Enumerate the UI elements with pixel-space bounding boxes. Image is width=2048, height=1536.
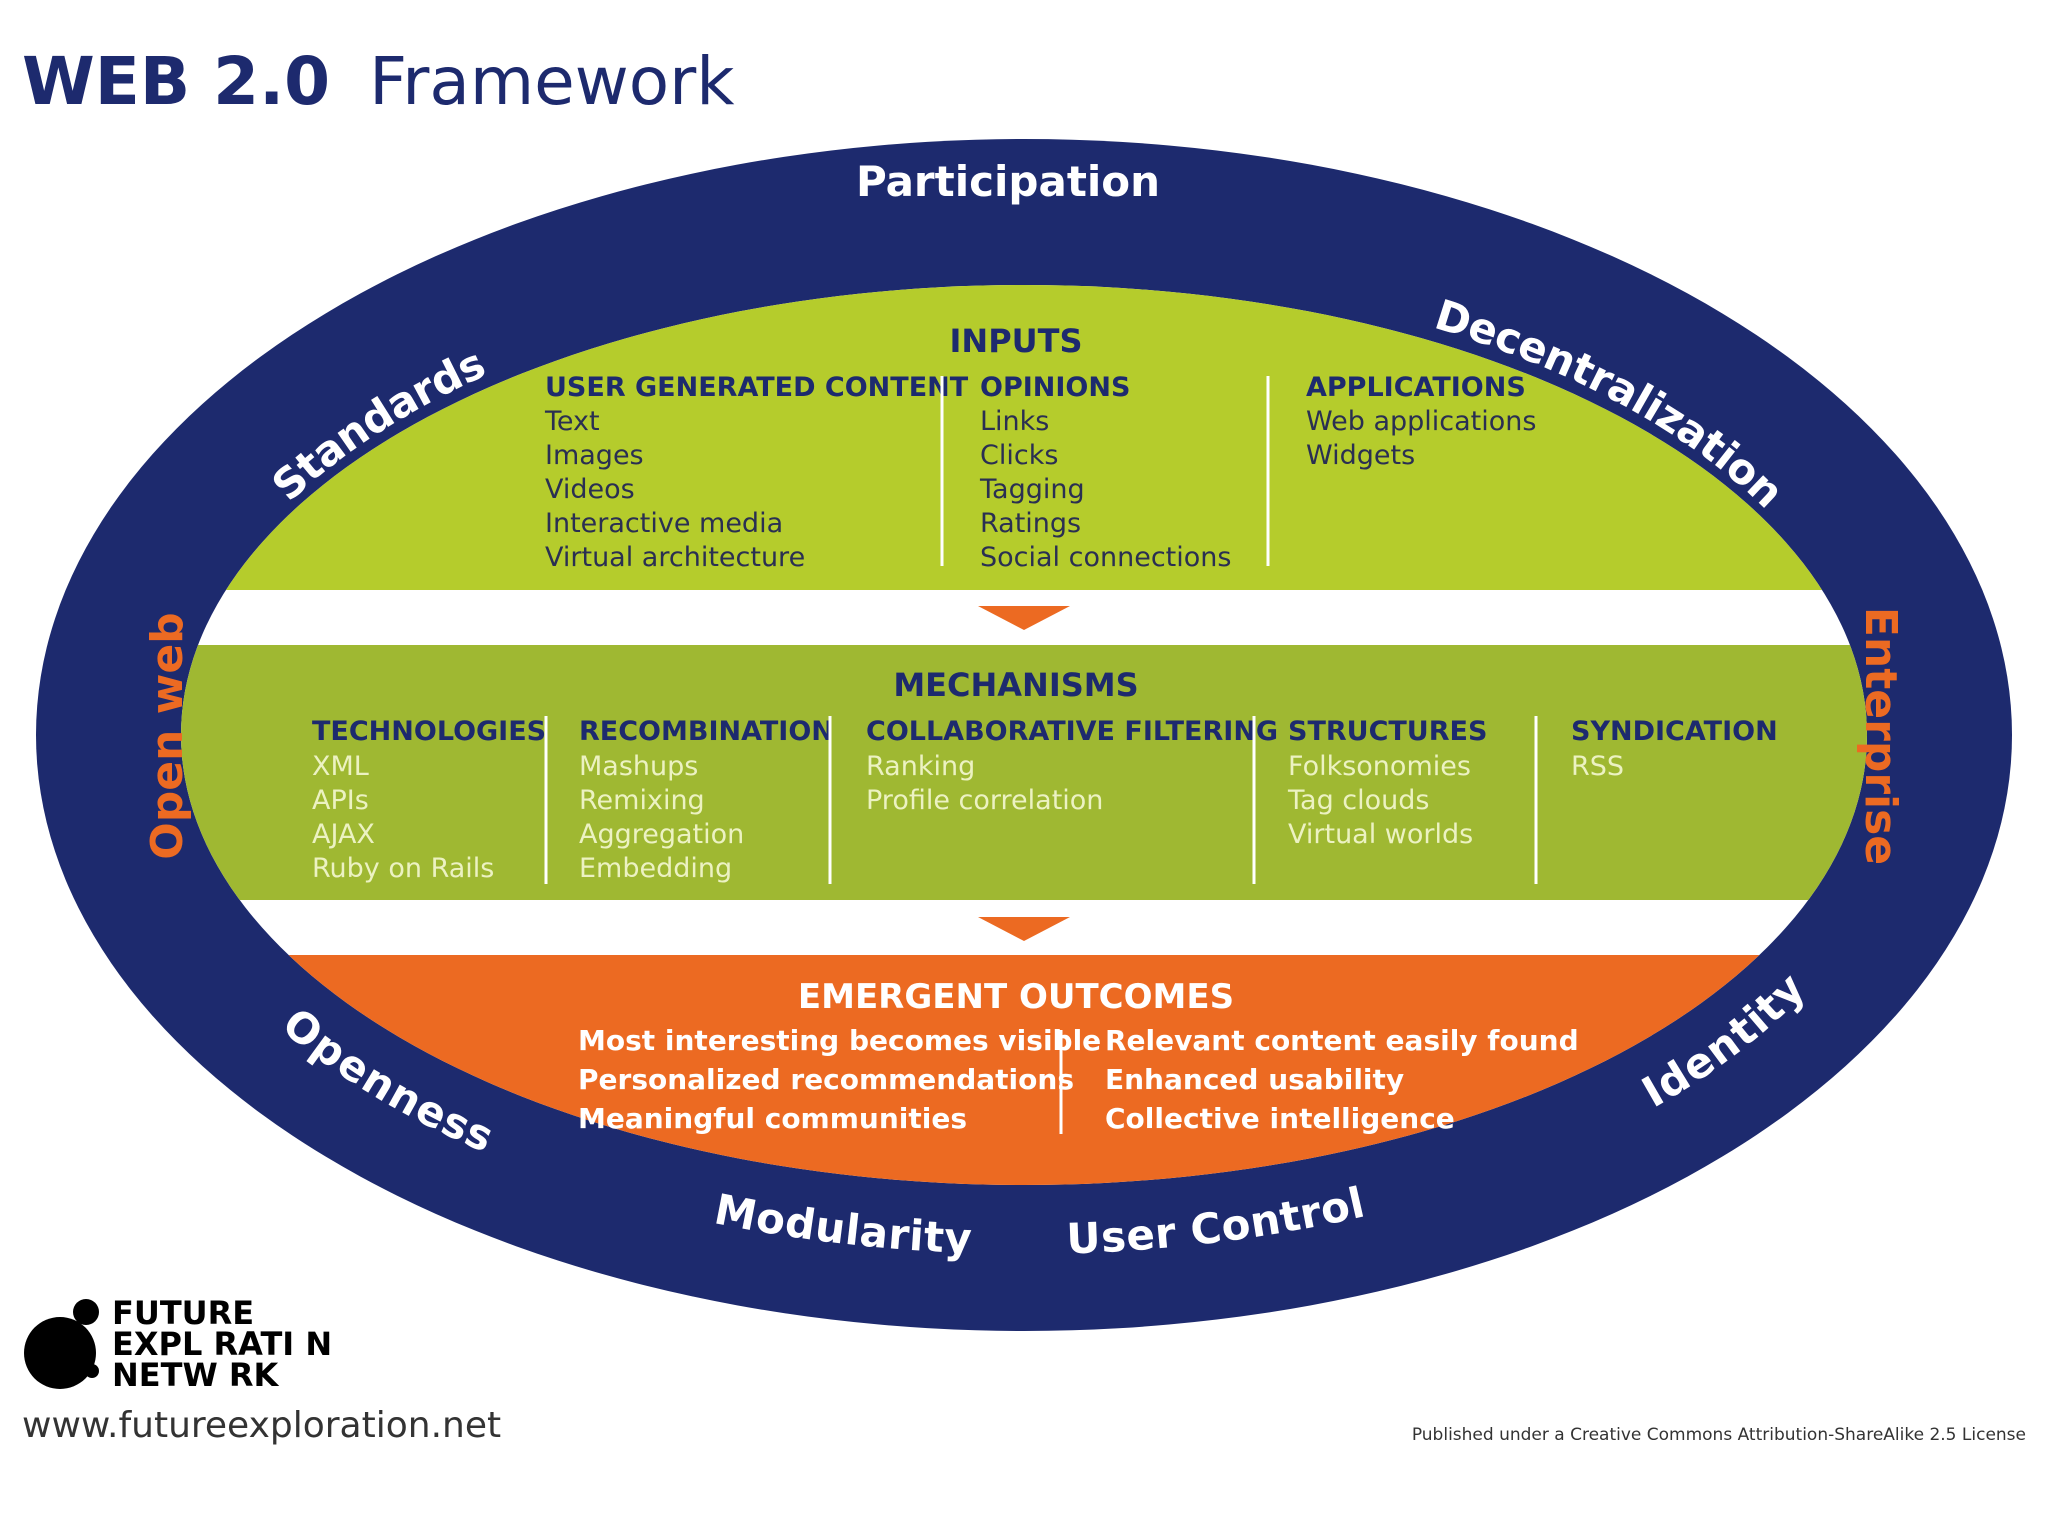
- inputs-item: Images: [545, 440, 644, 471]
- mechanisms-item: RSS: [1571, 751, 1624, 782]
- ring-label-open-web: Open web: [142, 612, 193, 859]
- inputs-item: Widgets: [1306, 440, 1415, 471]
- inputs-col-opinions: OPINIONS Links Clicks Tagging Ratings So…: [979, 372, 1231, 573]
- mechanisms-col-collaborative-filtering: COLLABORATIVE FILTERING Ranking Profile …: [866, 716, 1278, 816]
- logo-line-1: FUTURE: [112, 1294, 254, 1332]
- mechanisms-item: Folksonomies: [1288, 751, 1471, 782]
- outcome-item: Meaningful communities: [578, 1102, 967, 1135]
- outcomes-col-left: Most interesting becomes visible Persona…: [578, 1024, 1101, 1135]
- inputs-item: Web applications: [1306, 406, 1536, 437]
- mechanisms-item: Aggregation: [579, 819, 744, 850]
- outcome-item: Enhanced usability: [1105, 1063, 1404, 1096]
- inputs-col-header: APPLICATIONS: [1306, 372, 1526, 403]
- inputs-col-user-generated-content: USER GENERATED CONTENT Text Images Video…: [544, 372, 969, 573]
- inputs-item: Ratings: [980, 508, 1081, 539]
- outcome-item: Most interesting becomes visible: [578, 1024, 1101, 1057]
- inputs-item: Text: [544, 406, 600, 437]
- mechanisms-item: Ranking: [866, 751, 975, 782]
- inputs-item: Clicks: [980, 440, 1058, 471]
- mechanisms-item: AJAX: [312, 819, 375, 850]
- logo-dot-large: [24, 1317, 96, 1389]
- inputs-title: INPUTS: [950, 322, 1083, 360]
- inputs-item: Social connections: [980, 542, 1231, 573]
- outcome-item: Relevant content easily found: [1105, 1024, 1579, 1057]
- mechanisms-item: Remixing: [579, 785, 705, 816]
- arrow-inputs-to-mechanisms: [978, 606, 1070, 630]
- mechanisms-item: Mashups: [579, 751, 698, 782]
- mechanisms-item: Ruby on Rails: [312, 853, 494, 884]
- ring-label-participation: Participation: [856, 157, 1160, 206]
- mechanisms-col-syndication: SYNDICATION RSS: [1571, 716, 1778, 782]
- future-exploration-logo: FUTURE EXPL RATI N NETW RK: [24, 1294, 332, 1394]
- inputs-item: Videos: [545, 474, 635, 505]
- mechanisms-col-header: TECHNOLOGIES: [312, 716, 546, 747]
- inputs-item: Links: [980, 406, 1049, 437]
- arrow-mechanisms-to-outcomes: [978, 917, 1070, 941]
- outcomes-title: EMERGENT OUTCOMES: [798, 977, 1234, 1017]
- mechanisms-title: MECHANISMS: [893, 666, 1138, 704]
- mechanisms-col-header: SYNDICATION: [1571, 716, 1778, 747]
- ring-label-enterprise: Enterprise: [1855, 607, 1906, 865]
- mechanisms-item: Tag clouds: [1287, 785, 1429, 816]
- logo-dot-small-top: [73, 1299, 99, 1325]
- inputs-col-header: USER GENERATED CONTENT: [545, 372, 969, 403]
- title-bold: WEB 2.0: [22, 43, 330, 120]
- mechanisms-col-header: COLLABORATIVE FILTERING: [866, 716, 1278, 747]
- title-light: Framework: [369, 43, 735, 120]
- website-url: www.futureexploration.net: [22, 1405, 501, 1446]
- mechanisms-col-header: RECOMBINATION: [579, 716, 834, 747]
- mechanisms-col-technologies: TECHNOLOGIES XML APIs AJAX Ruby on Rails: [312, 716, 546, 884]
- mechanisms-item: Embedding: [579, 853, 732, 884]
- inputs-col-header: OPINIONS: [980, 372, 1130, 403]
- outcome-item: Collective intelligence: [1105, 1102, 1455, 1135]
- mechanisms-item: APIs: [312, 785, 369, 816]
- inputs-item: Interactive media: [545, 508, 783, 539]
- license-note: Published under a Creative Commons Attri…: [1412, 1425, 2026, 1445]
- page-title: WEB 2.0 Framework: [22, 43, 735, 120]
- mechanisms-item: XML: [312, 751, 369, 782]
- mechanisms-col-recombination: RECOMBINATION Mashups Remixing Aggregati…: [579, 716, 834, 884]
- mechanisms-item: Virtual worlds: [1288, 819, 1473, 850]
- outcomes-col-right: Relevant content easily found Enhanced u…: [1105, 1024, 1579, 1135]
- mechanisms-col-structures: STRUCTURES Folksonomies Tag clouds Virtu…: [1287, 716, 1487, 850]
- mechanisms-item: Profile correlation: [866, 785, 1103, 816]
- logo-line-2: EXPL RATI N: [112, 1325, 332, 1363]
- outcome-item: Personalized recommendations: [578, 1063, 1074, 1096]
- logo-dot-small-bottom: [85, 1364, 99, 1378]
- mechanisms-col-header: STRUCTURES: [1288, 716, 1487, 747]
- logo-line-3: NETW RK: [112, 1356, 280, 1394]
- inputs-col-applications: APPLICATIONS Web applications Widgets: [1306, 372, 1536, 471]
- inputs-item: Virtual architecture: [545, 542, 805, 573]
- inputs-item: Tagging: [979, 474, 1085, 505]
- mechanisms-band: [181, 645, 1867, 900]
